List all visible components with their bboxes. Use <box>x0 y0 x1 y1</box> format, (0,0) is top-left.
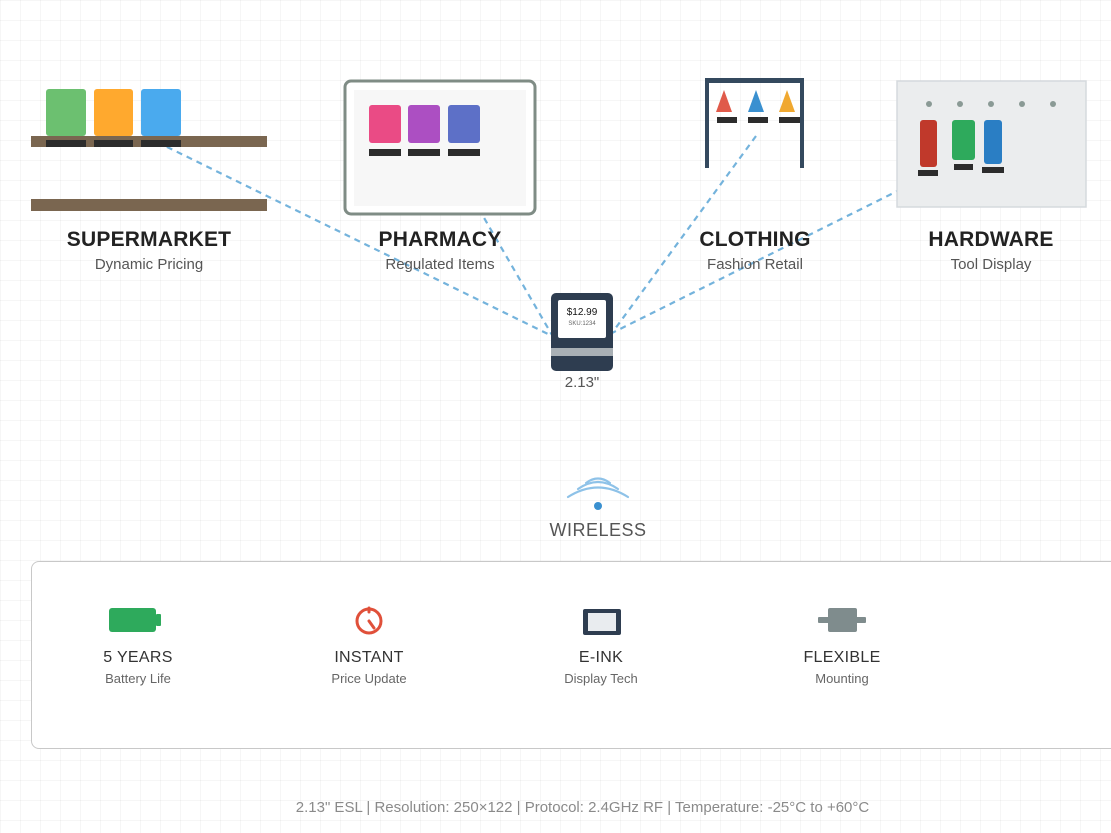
display-icon <box>583 609 621 635</box>
shelf-tag-2 <box>94 140 133 147</box>
tool-blue <box>984 120 1002 164</box>
rack-left-post <box>705 78 709 168</box>
esl-screen <box>558 300 606 338</box>
clothing-tag-3 <box>779 117 800 123</box>
segment-title-pharmacy: PHARMACY <box>378 228 502 251</box>
feature-title-update: INSTANT <box>334 649 404 666</box>
feature-subtitle-battery: Battery Life <box>105 671 171 686</box>
segment-title-hardware: HARDWARE <box>928 228 1054 251</box>
product-blue <box>141 89 181 136</box>
clothing-rack-illustration <box>705 78 804 168</box>
segment-subtitle-hardware: Tool Display <box>950 256 1032 273</box>
shelf-tag-3 <box>141 140 181 147</box>
esl-price: $12.99 <box>566 307 598 318</box>
hardware-pegboard-illustration <box>896 80 1087 208</box>
esl-size-label: 2.13" <box>564 374 600 391</box>
feature-subtitle-eink: Display Tech <box>564 671 638 686</box>
pharmacy-tag-2 <box>408 149 440 156</box>
features-panel <box>31 561 1111 749</box>
product-green <box>46 89 86 136</box>
feature-subtitle-update: Price Update <box>331 671 407 686</box>
rack-bar <box>705 78 804 83</box>
feature-title-eink: E-INK <box>578 649 624 666</box>
segment-title-supermarket: SUPERMARKET <box>66 228 232 251</box>
tool-green <box>952 120 975 160</box>
pharmacy-product-pink <box>369 105 401 143</box>
wireless-label: WIRELESS <box>549 520 647 540</box>
hardware-tag-1 <box>918 170 938 176</box>
garment-red <box>716 90 732 112</box>
clothing-tag-2 <box>748 117 768 123</box>
segment-subtitle-supermarket: Dynamic Pricing <box>94 256 204 273</box>
feature-title-mounting: FLEXIBLE <box>803 649 881 666</box>
feature-title-battery: 5 YEARS <box>103 649 173 666</box>
shelf-bottom <box>31 199 267 211</box>
pharmacy-tag-3 <box>448 149 480 156</box>
esl-band <box>551 348 613 356</box>
mount-icon <box>818 608 866 632</box>
segment-subtitle-pharmacy: Regulated Items <box>385 256 495 273</box>
pharmacy-product-indigo <box>448 105 480 143</box>
supermarket-shelf-illustration <box>31 89 267 211</box>
rack-right-post <box>800 78 804 168</box>
segment-title-clothing: CLOTHING <box>699 228 811 251</box>
pharmacy-product-purple <box>408 105 440 143</box>
timer-icon <box>355 606 383 635</box>
product-orange <box>94 89 133 136</box>
hardware-tag-3 <box>982 167 1004 173</box>
link-supermarket <box>156 141 551 336</box>
link-clothing <box>611 135 757 334</box>
wifi-icon <box>566 477 630 510</box>
battery-icon <box>109 608 161 632</box>
pharmacy-cabinet-illustration <box>343 79 537 216</box>
esl-sku: SKU:1234 <box>568 321 596 327</box>
shelf-tag-1 <box>46 140 86 147</box>
clothing-tag-1 <box>717 117 737 123</box>
tool-red <box>920 120 937 167</box>
esl-device <box>551 293 613 371</box>
garment-blue <box>748 90 764 112</box>
specs-footer: 2.13" ESL | Resolution: 250×122 | Protoc… <box>295 799 870 816</box>
segment-subtitle-clothing: Fashion Retail <box>707 256 803 273</box>
pharmacy-tag-1 <box>369 149 401 156</box>
hardware-tag-2 <box>954 164 973 170</box>
feature-subtitle-mounting: Mounting <box>815 671 869 686</box>
garment-orange <box>779 90 795 112</box>
